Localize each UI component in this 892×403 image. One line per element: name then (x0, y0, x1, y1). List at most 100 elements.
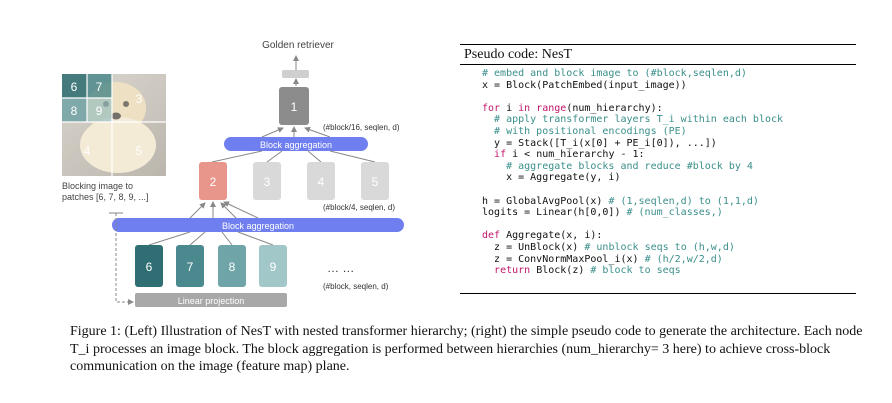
code-token: def (482, 230, 501, 242)
code-token: i < num_hierarchy - 1: (506, 149, 645, 161)
image-patch-label: 3 (136, 92, 143, 106)
code-token: x = Aggregate(y, i) (482, 172, 621, 184)
code-token: x = Block(PatchEmbed(input_image)) (482, 79, 687, 91)
code-token: (num_hierarchy): (566, 102, 663, 114)
bottom-block-node (176, 245, 204, 287)
pseudo-code-block: # embed and block image to (#block,seqle… (482, 68, 783, 277)
code-token: y = Stack([T_i(x[0] + PE_i[0]), ...]) (482, 137, 717, 149)
bottom-shape-annotation: (#block, seqlen, d) (323, 282, 389, 291)
middle-block-label: 5 (372, 175, 379, 189)
code-line: for i in range(num_hierarchy): (482, 103, 783, 115)
code-token (482, 265, 494, 276)
code-token: in (518, 102, 531, 114)
code-token: for (482, 102, 501, 114)
code-token: logits = Linear(h[0,0]) (482, 207, 627, 219)
image-caption-line: Blocking image to (62, 181, 133, 191)
image-patch-label: 4 (84, 144, 91, 158)
code-line: x = Aggregate(y, i) (482, 172, 783, 184)
code-line: z = UnBlock(x) # unblock seqs to (h,w,d) (482, 242, 783, 254)
lower-aggregation-bar (112, 218, 404, 232)
code-token (482, 149, 494, 160)
bottom-block-label: 7 (187, 260, 194, 274)
image-patch-label: 7 (96, 80, 103, 94)
image-caption-line: patches [6, 7, 8, 9, ...] (62, 192, 149, 202)
ellipsis: … … (327, 261, 354, 275)
code-token: # unblock seqs to (h,w,d) (584, 241, 735, 253)
middle-shape-annotation: (#block/4, seqlen, d) (323, 203, 395, 212)
middle-block-node (307, 162, 335, 200)
linear-projection-label: Linear projection (178, 296, 245, 306)
blocked-input-image (62, 74, 166, 176)
code-line: # with positional encodings (PE) (482, 126, 783, 138)
code-line: h = GlobalAvgPool(x) # (1,seqlen,d) to (… (482, 196, 783, 208)
code-line: y = Stack([T_i(x[0] + PE_i[0]), ...]) (482, 138, 783, 150)
code-token: if (494, 149, 507, 161)
code-title: Pseudo code: NesT (464, 47, 573, 62)
code-token: # (1,seqlen,d) to (1,1,d) (608, 195, 759, 207)
pseudo-code-panel: Pseudo code: NesT # embed and block imag… (460, 44, 856, 294)
code-bottom-rule (460, 293, 856, 294)
image-patch-label: 8 (71, 104, 78, 118)
code-token: # block to seqs (590, 265, 681, 277)
bottom-block-label: 6 (146, 260, 153, 274)
code-line (482, 91, 783, 103)
image-patch-label: 6 (71, 80, 78, 94)
code-token: z = UnBlock(x) (482, 241, 585, 253)
code-line: if i < num_hierarchy - 1: (482, 149, 783, 161)
middle-block-label: 4 (318, 175, 325, 189)
image-patch-label: 9 (96, 104, 103, 118)
code-token: i (500, 102, 519, 114)
bottom-block-label: 9 (270, 260, 277, 274)
middle-block-node (361, 162, 389, 200)
upper-aggregation-label: Block aggregation (260, 140, 332, 150)
middle-block-node-selected (199, 162, 227, 200)
linear-projection-bar (135, 293, 287, 307)
code-token: # (num_classes,) (626, 207, 723, 219)
code-token: # aggregate blocks and reduce #block by … (482, 160, 753, 172)
code-token: z = ConvNormMaxPool_i(x) (482, 253, 645, 265)
nest-hierarchy-diagram: Golden retriever 1 (#block/16, seqlen, d… (62, 40, 404, 307)
code-token: # (h/2,w/2,d) (644, 253, 723, 265)
classifier-head (282, 70, 309, 78)
code-token: Block(z) (530, 265, 591, 277)
upper-aggregation-bar (224, 137, 368, 151)
code-line (482, 219, 783, 231)
code-token: # apply transformer layers T_i within ea… (482, 114, 784, 126)
code-token: # embed and block image to (#block,seqle… (482, 68, 747, 79)
middle-to-upper-arrows (211, 150, 376, 163)
lower-aggregation-label: Block aggregation (222, 221, 294, 231)
bottom-block-label: 8 (229, 260, 236, 274)
upper-shape-annotation: (#block/16, seqlen, d) (323, 123, 400, 132)
middle-block-label: 3 (264, 175, 271, 189)
bottom-block-node (259, 245, 287, 287)
bottom-to-lower-arrows (148, 231, 274, 246)
code-line: # apply transformer layers T_i within ea… (482, 114, 783, 126)
code-token: # with positional encodings (PE) (482, 125, 687, 137)
bottom-block-node (135, 245, 163, 287)
upper-arrows (261, 126, 331, 138)
image-to-projection-connector (115, 213, 134, 305)
class-label: Golden retriever (262, 40, 334, 51)
code-token: return (494, 265, 531, 277)
code-line: z = ConvNormMaxPool_i(x) # (h/2,w/2,d) (482, 254, 783, 266)
code-line: logits = Linear(h[0,0]) # (num_classes,) (482, 207, 783, 219)
middle-block-label: 2 (210, 175, 217, 189)
code-token: h = GlobalAvgPool(x) (482, 195, 609, 207)
figure-caption: Figure 1: (Left) Illustration of NesT wi… (70, 324, 863, 374)
code-line: # aggregate blocks and reduce #block by … (482, 161, 783, 173)
code-title-rule (460, 64, 856, 65)
top-block-label: 1 (291, 100, 298, 114)
code-token: Aggregate(x, i): (500, 230, 603, 242)
code-line: x = Block(PatchEmbed(input_image)) (482, 80, 783, 92)
code-line: # embed and block image to (#block,seqle… (482, 68, 783, 80)
code-token: range (536, 102, 567, 114)
code-top-rule (460, 44, 856, 45)
code-line: return Block(z) # block to seqs (482, 265, 783, 277)
code-line (482, 184, 783, 196)
lower-arrows (189, 201, 259, 219)
bottom-block-node (218, 245, 246, 287)
code-line: def Aggregate(x, i): (482, 230, 783, 242)
top-block-node (279, 87, 309, 125)
image-patch-label: 5 (136, 144, 143, 158)
